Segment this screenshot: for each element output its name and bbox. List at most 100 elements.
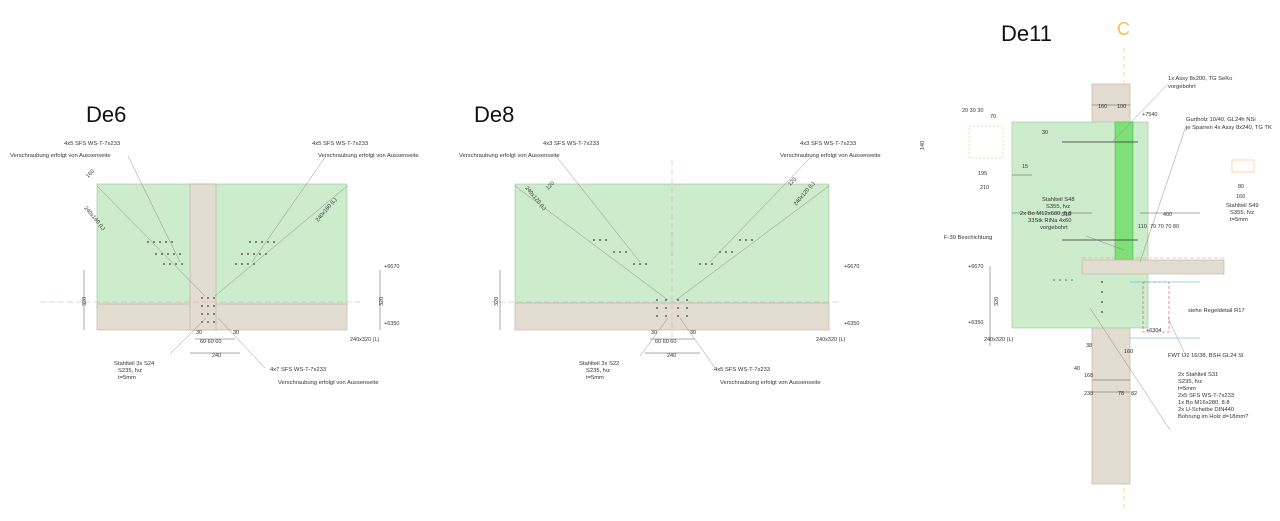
de11-dim-168: 168 — [1084, 373, 1093, 379]
de8-dim-120a: 120 — [545, 181, 556, 192]
de8-title: De8 — [474, 102, 514, 127]
de11-detail-box-left — [968, 125, 1004, 159]
de6-note-tl-2: Verschraubung erfolgt von Aussenseite — [10, 153, 111, 159]
de11-level-6304: +6304 — [1146, 328, 1161, 334]
de6-dim-b30b: 30 — [233, 330, 239, 336]
de11-note-s31-1: 2x Stahlteil S31 — [1178, 372, 1218, 378]
de8-screws-right — [699, 239, 753, 265]
de6-title: De6 — [86, 102, 126, 127]
de8-diagonal-right — [675, 185, 830, 301]
de8-note-tl-1: 4x3 SFS WS-T-7x233 — [543, 141, 599, 147]
de8-diagonal-left — [514, 185, 669, 301]
de6-dim-b60: 60 60 60 — [200, 339, 221, 345]
de11-dim-160b: 160 — [1124, 349, 1133, 355]
de6-dim-bottom: 240 — [212, 353, 221, 359]
de11-note-assy-2: vorgebohrt — [1168, 84, 1196, 90]
de8-note-b-1: Stahlteil 3x S22 — [579, 361, 619, 367]
de8-note-br-1: 4x5 SFS WS-T-7x233 — [714, 367, 770, 373]
de6-vertical-post — [189, 183, 217, 331]
de11-section: 240x320 (L) — [984, 337, 1014, 343]
de8-screws-bottom — [656, 299, 688, 317]
de6-bottom-beam — [96, 303, 348, 331]
de8-dim-b30a: 30 — [651, 330, 657, 336]
de11-note-s31-5: 1x Bo M16x280, 8.8 — [1178, 400, 1230, 406]
de8-note-b-2: S235, fvz — [586, 368, 610, 374]
de11-note-s48-4: 33Stk RiNa 4x60 — [1028, 218, 1072, 224]
de6-glulam-panel — [96, 183, 348, 309]
de8-note-b-3: t=5mm — [586, 375, 604, 381]
de8-note-tr-2: Verschraubung erfolgt von Aussenseite — [780, 153, 881, 159]
de11-dim-30: 30 — [1042, 130, 1048, 136]
de8-note-tl-2: Verschraubung erfolgt von Aussenseite — [459, 153, 560, 159]
de8-dim-bottom: 240 — [667, 353, 676, 359]
de11-dim-78: 78 — [1118, 391, 1124, 397]
de11-dim-195: 195 — [978, 171, 987, 177]
de11-level-6350: +6350 — [968, 320, 983, 326]
de11-dim-160: 160 — [1098, 104, 1107, 110]
de8-dim-b30b: 30 — [690, 330, 696, 336]
de11-note-s31-6: 2x U-Scheibe DIN440 — [1178, 407, 1234, 413]
de6-note-br-1: 4x7 SFS WS-T-7x233 — [270, 367, 326, 373]
de11-dim-20: 20 30 30 — [962, 108, 983, 114]
de6-note-b-3: t=5mm — [118, 375, 136, 381]
de11-note-f30: F-30 Beschichtung — [944, 235, 992, 241]
de8-dim-b60: 60 60 60 — [655, 339, 676, 345]
de6-note-br-2: Verschraubung erfolgt von Aussenseite — [278, 380, 379, 386]
de11-note-s49-3: t=5mm — [1230, 217, 1248, 223]
de11-note-s49-1: Stahlteil S49 — [1226, 203, 1259, 209]
de11-level-7540: +7540 — [1142, 112, 1157, 118]
de11-mark: C — [1117, 19, 1130, 39]
de11-dim-210a: 210 — [980, 185, 989, 191]
de11-dim-210b: 210 — [1062, 212, 1071, 218]
de11-dim-100: 100 — [1117, 104, 1126, 110]
de11-note-s48-1: Stahlteil S48 — [1042, 197, 1075, 203]
de6-note-tl-1: 4x5 SFS WS-T-7x233 — [64, 141, 120, 147]
de11-level-6670: +6670 — [968, 264, 983, 270]
de6-note-b-2: S235, fvz — [118, 368, 142, 374]
de6-dim-160: 160 — [85, 169, 96, 180]
de6-level-bot: +6350 — [384, 321, 399, 327]
de6-screws-right — [235, 241, 275, 265]
de11-note-assy-1: 1x Assy 8x200, TG SeKo — [1168, 76, 1232, 82]
de6-section: 240x320 (L) — [350, 337, 380, 343]
de6-screws-left — [147, 241, 183, 265]
de6-dim-b30a: 30 — [196, 330, 202, 336]
de11-note-gurt-2: je Sparren 4x Assy 8x240, TG TK — [1185, 125, 1272, 131]
detail-de8: De8 4x3 SFS WS-T-7x233 Versc — [459, 102, 881, 386]
de11-note-s31-2: S235, fvz — [1178, 379, 1202, 385]
de11-dim-38: 38 — [1086, 343, 1092, 349]
de6-note-tr-1: 4x5 SFS WS-T-7x233 — [312, 141, 368, 147]
de11-dim-400: 400 — [1163, 212, 1172, 218]
de6-diagonal-left — [96, 185, 206, 297]
de6-level-top: +6670 — [384, 264, 399, 270]
detail-de11: De11 C 1x Assy 8x200, TG SeKo — [920, 19, 1272, 510]
de11-screws — [1053, 279, 1103, 313]
de11-dim-320: 320 — [994, 297, 1000, 306]
de11-dim-110: 110 — [1138, 224, 1147, 230]
detail-de6: De6 — [10, 102, 419, 386]
de11-dim-160c: 160 — [1236, 194, 1245, 200]
de11-dim-80: 80 — [1238, 184, 1244, 190]
de8-screws-left — [593, 239, 647, 265]
de11-dim-238: 238 — [1084, 391, 1093, 397]
de6-note-b-1: Stahlteil 3x S24 — [114, 361, 155, 367]
de8-section: 240x320 (L) — [816, 337, 846, 343]
de6-dim-right: 320 — [379, 297, 385, 306]
de6-note-tr-2: Verschraubung erfolgt von Aussenseite — [318, 153, 419, 159]
de11-purlin — [1081, 259, 1225, 275]
de11-note-s49-2: S355, fvz — [1230, 210, 1254, 216]
de11-dim-70: 70 — [990, 114, 996, 120]
de8-note-tr-1: 4x3 SFS WS-T-7x233 — [800, 141, 856, 147]
de11-dim-140: 140 — [920, 141, 926, 150]
de8-dim-120b: 120 — [787, 177, 798, 188]
de8-note-br-2: Verschraubung erfolgt von Aussenseite — [720, 380, 821, 386]
de11-dim-15: 15 — [1022, 164, 1028, 170]
de8-level-top: +6670 — [844, 264, 859, 270]
de11-title: De11 — [1001, 21, 1052, 46]
de11-note-fwt: FWT U2 16/38, BSH GL24 SI — [1168, 353, 1244, 359]
de8-dim-left: 320 — [494, 297, 500, 306]
de11-dim-40: 40 — [1074, 366, 1080, 372]
de11-note-s48-3: 2x Bo M12x680, 8.8 — [1020, 211, 1072, 217]
de11-note-regel: siehe Regeldetail R17 — [1188, 308, 1245, 314]
